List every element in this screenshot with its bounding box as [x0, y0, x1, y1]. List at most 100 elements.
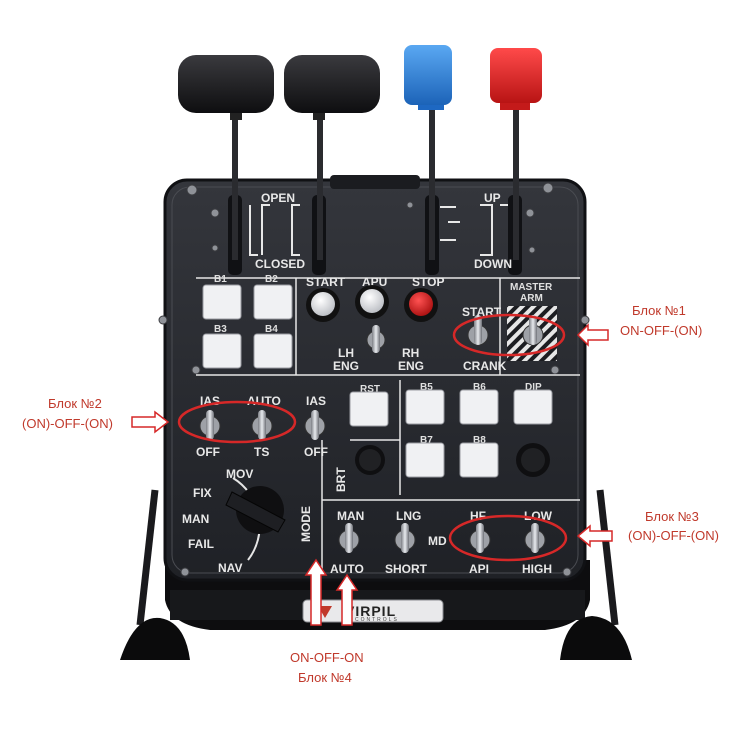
label-rh-eng: ENG: [398, 359, 424, 373]
label-start-button: START: [306, 275, 346, 289]
man-auto-toggle[interactable]: [338, 523, 360, 553]
button-b2[interactable]: [253, 284, 293, 320]
label-man-toggle: MAN: [337, 509, 364, 523]
panel-screws: [158, 182, 590, 577]
mode-rotary-knob[interactable]: [225, 486, 286, 534]
block2-title: Блок №2: [48, 396, 102, 411]
block3-arrow-icon: [576, 524, 613, 548]
lever-4-red-knob[interactable]: [490, 48, 542, 103]
lever-3-blue-knob[interactable]: [404, 45, 452, 105]
block2-arrow-icon: [131, 410, 170, 434]
label-arm: ARM: [520, 293, 543, 304]
label-lh-eng: ENG: [333, 359, 359, 373]
button-b3[interactable]: [202, 333, 242, 369]
throttle-lever-2[interactable]: [284, 55, 380, 260]
label-b4: B4: [265, 324, 278, 335]
throttle-lever-3[interactable]: [404, 45, 452, 260]
label-ias2-off: OFF: [304, 445, 328, 459]
label-b1: B1: [214, 274, 227, 285]
low-high-toggle[interactable]: [524, 523, 546, 553]
throttle-lever-4[interactable]: [490, 48, 542, 260]
label-ts: TS: [254, 445, 269, 459]
label-down: DOWN: [474, 257, 512, 271]
block1-highlight-ellipse: [452, 313, 566, 357]
button-b7[interactable]: [405, 442, 445, 478]
lever-2-knob[interactable]: [284, 55, 380, 113]
label-rst: RST: [360, 384, 380, 395]
block1-desc: ON-OFF-(ON): [620, 323, 702, 338]
throttle-lever-1[interactable]: [178, 55, 274, 260]
label-b6: B6: [473, 382, 486, 393]
block2-desc: (ON)-OFF-(ON): [22, 416, 113, 431]
label-b8: B8: [473, 435, 486, 446]
right-rotary-knob[interactable]: [516, 443, 550, 477]
label-ias2: IAS: [306, 394, 326, 408]
label-b7: B7: [420, 435, 433, 446]
brand-name: VIRPIL: [345, 603, 396, 619]
ias-toggle[interactable]: [199, 410, 221, 440]
label-brt: BRT: [334, 467, 348, 492]
block4-desc: ON-OFF-ON: [290, 650, 364, 665]
label-fix: FIX: [193, 486, 212, 500]
lever-slots: [249, 204, 508, 256]
label-auto: AUTO: [247, 394, 281, 408]
label-low: LOW: [524, 509, 553, 523]
block4-arrow-left-icon: [304, 558, 328, 626]
block2-highlight-ellipse: [177, 400, 297, 444]
label-mode: MODE: [299, 506, 313, 542]
right-foot: [560, 616, 632, 660]
button-b5[interactable]: [405, 389, 445, 425]
label-api: API: [469, 562, 489, 576]
label-b5: B5: [420, 382, 433, 393]
hf-api-toggle[interactable]: [469, 523, 491, 553]
brand-plate: [302, 599, 444, 623]
block4-arrow-right-icon: [335, 573, 359, 626]
label-lh: LH: [338, 346, 354, 360]
label-auto-toggle: AUTO: [330, 562, 364, 576]
label-dip: DIP: [525, 382, 542, 393]
square-buttons-left: B1 B2 B3 B4: [202, 274, 293, 369]
label-ias-off: OFF: [196, 445, 220, 459]
label-crank: CRANK: [463, 359, 507, 373]
button-rst[interactable]: [349, 391, 389, 427]
button-b1[interactable]: [202, 284, 242, 320]
stop-button[interactable]: [409, 292, 433, 316]
label-stop-button: STOP: [412, 275, 444, 289]
engine-select-toggle[interactable]: [366, 325, 386, 353]
start-button[interactable]: [311, 292, 335, 316]
label-open: OPEN: [261, 191, 295, 205]
panel-divider-lines: [196, 277, 580, 570]
block3-title: Блок №3: [645, 509, 699, 524]
starter-toggle[interactable]: [467, 315, 489, 346]
button-b6[interactable]: [459, 389, 499, 425]
label-high: HIGH: [522, 562, 552, 576]
lng-short-toggle[interactable]: [394, 523, 416, 553]
label-nav: NAV: [218, 561, 242, 575]
block1-arrow-icon: [576, 323, 609, 347]
label-b3: B3: [214, 324, 227, 335]
label-short: SHORT: [385, 562, 428, 576]
apu-button[interactable]: [360, 289, 384, 313]
button-b8[interactable]: [459, 442, 499, 478]
label-up: UP: [484, 191, 501, 205]
label-closed: CLOSED: [255, 257, 305, 271]
label-mov: MOV: [226, 467, 253, 481]
label-rh: RH: [402, 346, 419, 360]
top-connector: [330, 175, 420, 189]
left-foot: [120, 617, 190, 660]
button-dip[interactable]: [513, 389, 553, 425]
label-md: MD: [428, 534, 447, 548]
label-lng: LNG: [396, 509, 421, 523]
ias2-toggle[interactable]: [304, 410, 326, 440]
label-master: MASTER: [510, 282, 553, 293]
button-b4[interactable]: [253, 333, 293, 369]
label-fail: FAIL: [188, 537, 214, 551]
auto-toggle[interactable]: [251, 410, 273, 440]
block3-highlight-ellipse: [448, 514, 568, 562]
brand-sub: CONTROLS: [355, 617, 399, 623]
brt-knob[interactable]: [355, 445, 385, 475]
lever-1-knob[interactable]: [178, 55, 274, 113]
block3-desc: (ON)-OFF-(ON): [628, 528, 719, 543]
master-arm-toggle[interactable]: [522, 315, 544, 346]
